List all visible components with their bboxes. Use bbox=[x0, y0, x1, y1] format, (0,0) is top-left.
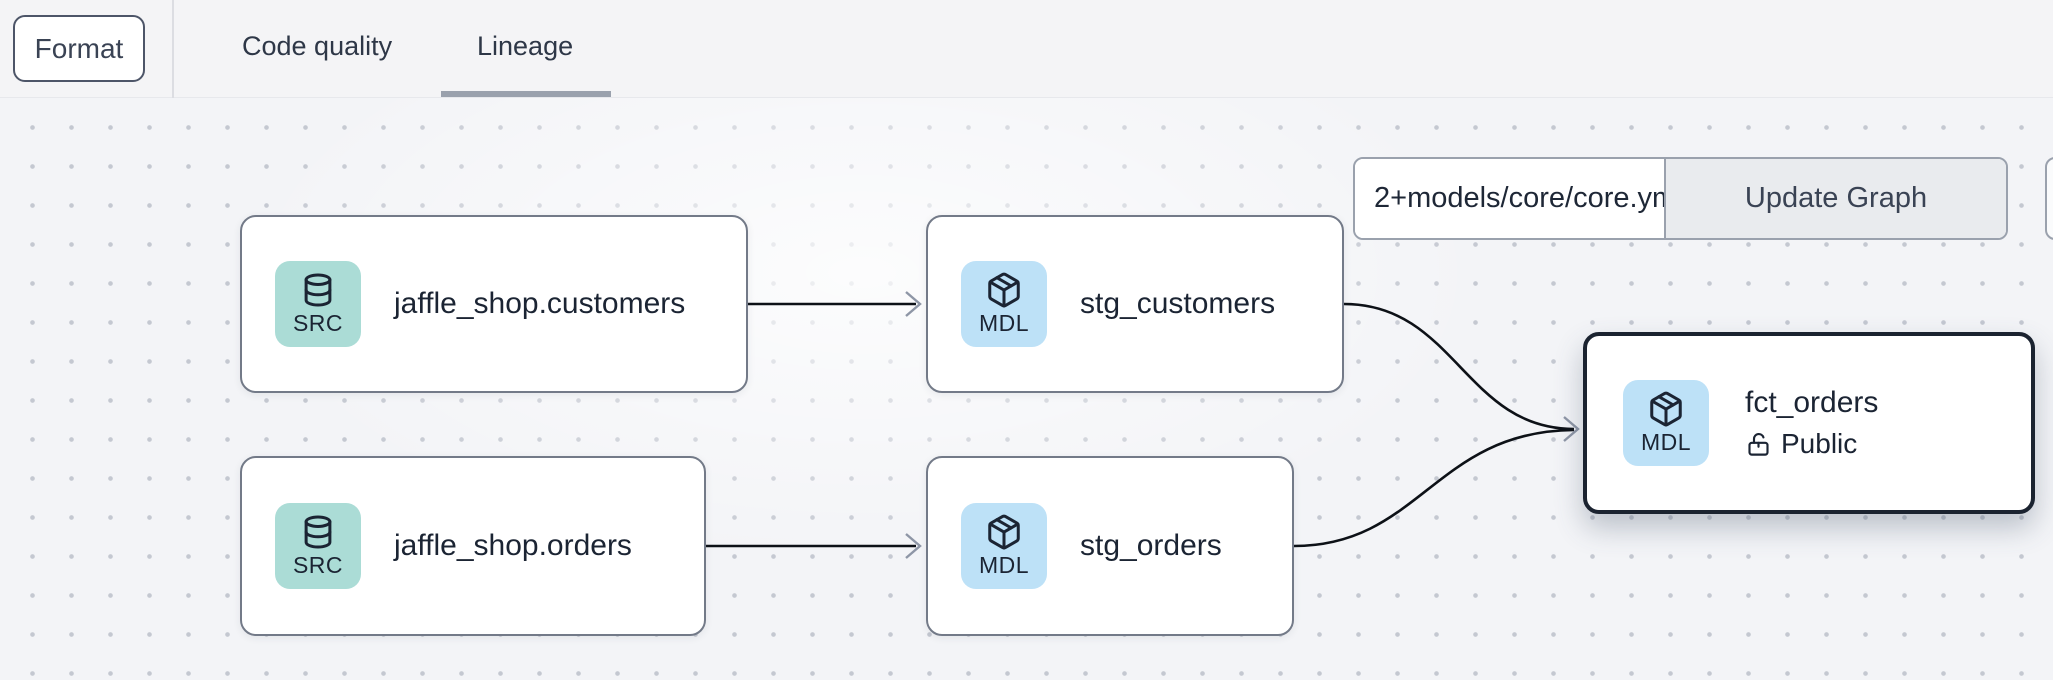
active-tab-underline bbox=[441, 91, 611, 97]
badge-label: MDL bbox=[978, 310, 1030, 336]
node-label: stg_orders bbox=[1080, 529, 1222, 562]
model-badge: MDL bbox=[1623, 380, 1709, 466]
tab-lineage[interactable]: Lineage bbox=[477, 31, 574, 61]
database-icon bbox=[304, 273, 332, 307]
badge-label: SRC bbox=[292, 310, 344, 336]
source-badge: SRC bbox=[275, 503, 361, 589]
package-icon bbox=[1650, 391, 1682, 427]
arrowhead-stg-customers bbox=[905, 291, 922, 317]
node-fct-orders[interactable]: MDL fct_orders Public bbox=[1583, 332, 2035, 514]
graph-selector-input[interactable] bbox=[1355, 159, 1664, 238]
node-access-label: Public bbox=[1781, 428, 1858, 459]
lineage-canvas[interactable]: SRC jaffle_shop.customers MDL stg_custom… bbox=[0, 98, 2053, 680]
source-badge: SRC bbox=[275, 261, 361, 347]
node-stg-customers[interactable]: MDL stg_customers bbox=[926, 215, 1344, 393]
node-label: jaffle_shop.orders bbox=[394, 529, 632, 562]
database-icon bbox=[304, 515, 332, 549]
update-graph-button[interactable]: Update Graph bbox=[1664, 159, 2006, 238]
format-button[interactable]: Format bbox=[13, 15, 145, 82]
node-jaffle-shop-orders[interactable]: SRC jaffle_shop.orders bbox=[240, 456, 706, 636]
arrowhead-fct-orders bbox=[1563, 416, 1580, 442]
badge-label: SRC bbox=[292, 552, 344, 578]
node-label: fct_orders bbox=[1745, 386, 1879, 419]
edges-layer bbox=[706, 291, 1580, 559]
arrowhead-stg-orders bbox=[905, 533, 922, 559]
tab-code-quality[interactable]: Code quality bbox=[242, 31, 393, 61]
toolbar-divider bbox=[172, 0, 174, 98]
edge-stg-orders-to-fct-orders bbox=[1293, 428, 1575, 548]
editor-toolbar: Format Code quality Lineage bbox=[0, 0, 2053, 98]
node-stg-orders[interactable]: MDL stg_orders bbox=[926, 456, 1294, 636]
graph-controls: Update Graph bbox=[1353, 157, 2008, 240]
clipped-right-button[interactable] bbox=[2045, 157, 2053, 240]
node-label: jaffle_shop.customers bbox=[394, 287, 686, 320]
package-icon bbox=[988, 272, 1020, 308]
node-jaffle-shop-customers[interactable]: SRC jaffle_shop.customers bbox=[240, 215, 748, 393]
node-label: stg_customers bbox=[1080, 287, 1276, 320]
model-badge: MDL bbox=[961, 261, 1047, 347]
model-badge: MDL bbox=[961, 503, 1047, 589]
unlock-icon bbox=[1748, 432, 1769, 456]
badge-label: MDL bbox=[1640, 429, 1692, 455]
edge-stg-customers-to-fct-orders bbox=[1343, 302, 1575, 431]
package-icon bbox=[988, 514, 1020, 550]
badge-label: MDL bbox=[978, 552, 1030, 578]
